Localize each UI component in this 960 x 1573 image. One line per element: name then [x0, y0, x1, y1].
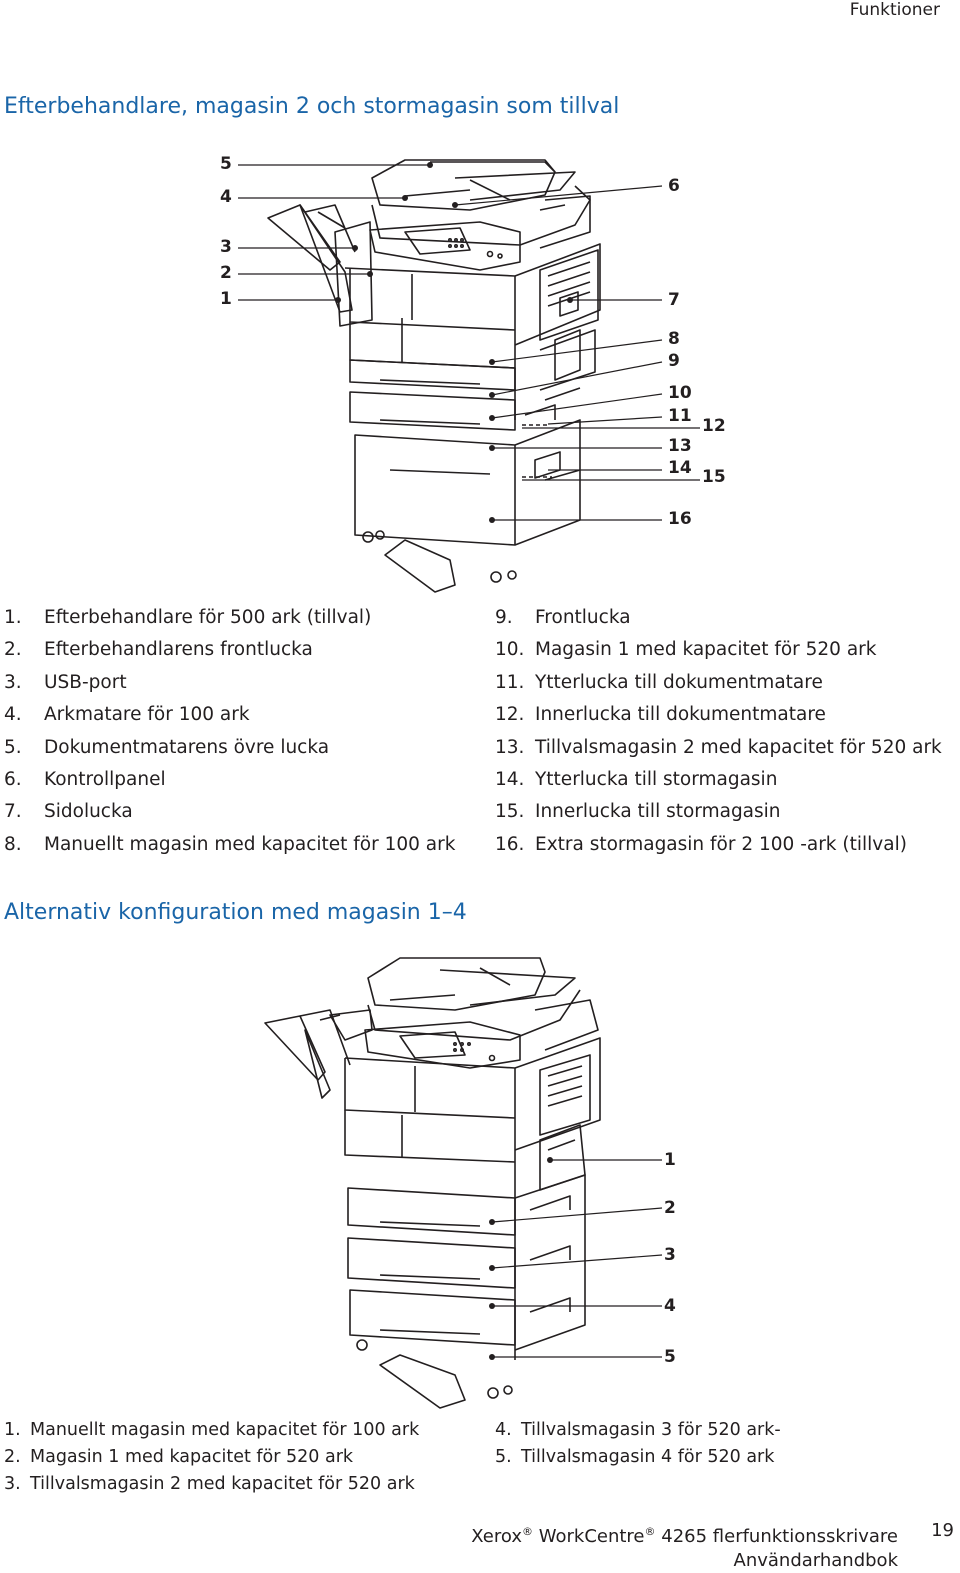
legend-item: 16.Extra stormagasin för 2 100 -ark (til… [495, 833, 907, 855]
legend-item: 4.Tillvalsmagasin 3 för 520 ark- [495, 1420, 781, 1440]
legend-right-1: 9.Frontlucka 10.Magasin 1 med kapacitet … [495, 602, 942, 861]
running-header: Funktioner [849, 0, 940, 20]
legend-item: 14.Ytterlucka till stormagasin [495, 768, 778, 790]
callout-alt-5: 5 [664, 1347, 676, 1367]
legend-item: 3.USB-port [4, 671, 127, 693]
callout-7: 7 [668, 290, 680, 310]
callout-6: 6 [668, 176, 680, 196]
legend-right-2: 4.Tillvalsmagasin 3 för 520 ark- 5.Tillv… [495, 1417, 781, 1471]
callout-5: 5 [220, 154, 232, 174]
legend-item: 2.Efterbehandlarens frontlucka [4, 639, 313, 661]
callout-alt-2: 2 [664, 1198, 676, 1218]
callout-1: 1 [220, 289, 232, 309]
legend-item: 6.Kontrollpanel [4, 768, 166, 790]
page-footer: Xerox® WorkCentre® 4265 flerfunktionsskr… [471, 1520, 898, 1573]
callout-alt-4: 4 [664, 1296, 676, 1316]
callout-13: 13 [668, 436, 692, 456]
footer-product-line: Xerox® WorkCentre® 4265 flerfunktionsskr… [471, 1525, 898, 1547]
legend-item: 1.Manuellt magasin med kapacitet för 100… [4, 1420, 420, 1440]
callout-2: 2 [220, 263, 232, 283]
printer-illustration-2 [264, 957, 601, 1409]
legend-item: 11.Ytterlucka till dokumentmatare [495, 671, 823, 693]
legend-item: 2.Magasin 1 med kapacitet för 520 ark [4, 1447, 354, 1467]
callout-12: 12 [702, 416, 726, 436]
section-title-2: Alternativ konfiguration med magasin 1–4 [4, 900, 467, 925]
callout-3: 3 [220, 237, 232, 257]
callout-alt-1: 1 [664, 1150, 676, 1170]
callout-10: 10 [668, 383, 692, 403]
legend-item: 5.Tillvalsmagasin 4 för 520 ark [495, 1447, 775, 1467]
callout-14: 14 [668, 458, 692, 478]
printer-illustration-1 [267, 159, 601, 593]
callout-15: 15 [702, 467, 726, 487]
callout-4: 4 [220, 187, 232, 207]
legend-item: 4.Arkmatare för 100 ark [4, 704, 250, 726]
legend-item: 1.Efterbehandlare för 500 ark (tillval) [4, 607, 372, 628]
callout-9: 9 [668, 351, 680, 371]
legend-item: 15.Innerlucka till stormagasin [495, 801, 781, 823]
legend-item: 13.Tillvalsmagasin 2 med kapacitet för 5… [495, 736, 942, 758]
page-number: 19 [931, 1520, 954, 1541]
legend-item: 9.Frontlucka [495, 607, 631, 628]
callout-11: 11 [668, 406, 692, 426]
footer-guide-title: Användarhandbok [733, 1550, 899, 1571]
legend-left-1: 1.Efterbehandlare för 500 ark (tillval) … [4, 602, 455, 861]
callout-alt-3: 3 [664, 1245, 676, 1265]
legend-left-2: 1.Manuellt magasin med kapacitet för 100… [4, 1417, 419, 1498]
legend-item: 3.Tillvalsmagasin 2 med kapacitet för 52… [4, 1474, 415, 1494]
legend-item: 10.Magasin 1 med kapacitet för 520 ark [495, 639, 877, 661]
legend-item: 12.Innerlucka till dokumentmatare [495, 704, 826, 726]
callout-8: 8 [668, 329, 680, 349]
section-title-1: Efterbehandlare, magasin 2 och stormagas… [4, 94, 620, 119]
legend-item: 5.Dokumentmatarens övre lucka [4, 736, 330, 758]
callout-16: 16 [668, 509, 692, 529]
legend-item: 7.Sidolucka [4, 801, 133, 823]
legend-item: 8.Manuellt magasin med kapacitet för 100… [4, 833, 456, 855]
